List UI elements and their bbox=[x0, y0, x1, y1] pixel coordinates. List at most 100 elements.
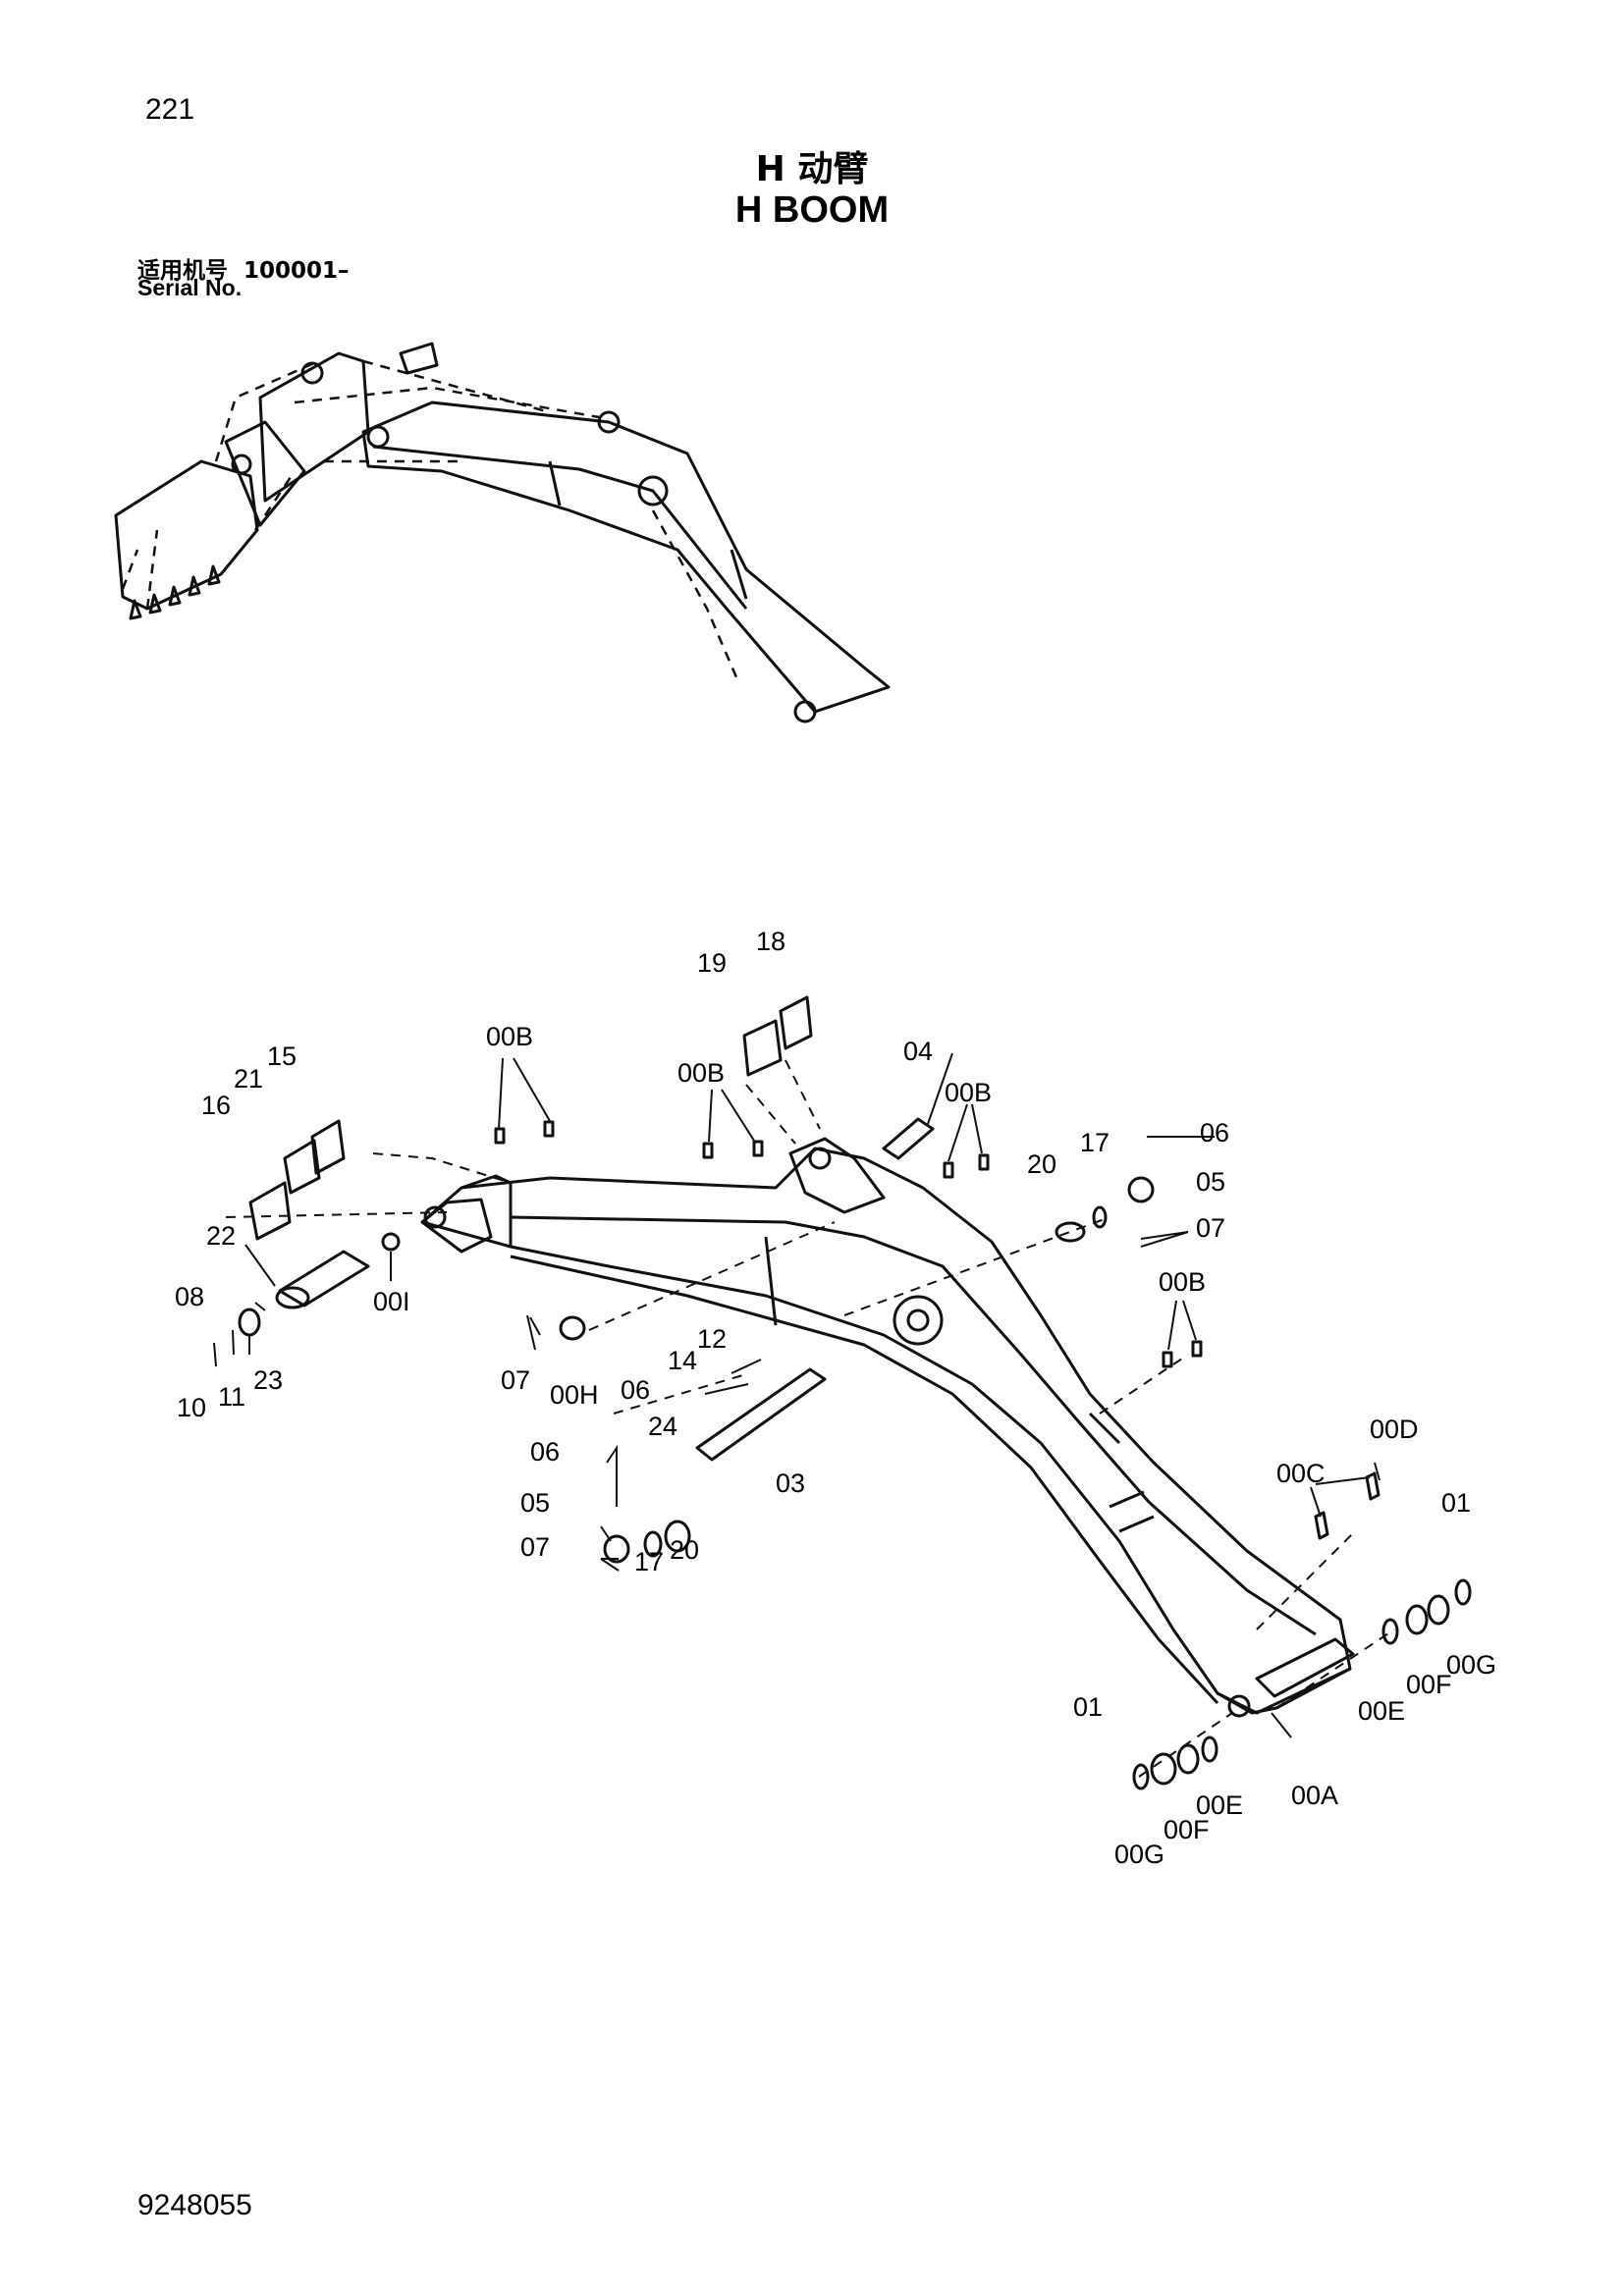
part-label: 17 bbox=[1080, 1128, 1110, 1157]
part-label: 11 bbox=[218, 1382, 245, 1412]
fitting-00H-icon bbox=[559, 1315, 586, 1341]
part-label: 00F bbox=[1406, 1670, 1452, 1699]
serial-number-line: 适用机号 100001– bbox=[137, 251, 350, 285]
overview-pin-icon bbox=[597, 410, 621, 434]
part-label: 20 bbox=[1027, 1149, 1056, 1179]
o-ring-17-icon bbox=[643, 1530, 663, 1558]
assembly-phantom-lines bbox=[225, 1059, 1395, 1778]
overview-pin-icon bbox=[366, 425, 390, 449]
bucket-outline bbox=[114, 459, 259, 611]
document-number: 9248055 bbox=[137, 2189, 252, 2221]
ring-00F-icon bbox=[1405, 1604, 1429, 1635]
part-label: 24 bbox=[648, 1412, 677, 1441]
ring-00E-icon bbox=[1201, 1735, 1218, 1763]
cylinder-bracket bbox=[788, 1137, 886, 1214]
part-label: 00B bbox=[1159, 1267, 1206, 1297]
part-label: 05 bbox=[1196, 1167, 1225, 1197]
bolt-00B-group bbox=[494, 1120, 1203, 1368]
boom-top-flange bbox=[510, 1215, 1317, 1636]
bracket-pin-boss-icon bbox=[808, 1147, 832, 1170]
fitting-00I-icon bbox=[381, 1232, 401, 1252]
part-label: 00G bbox=[1446, 1650, 1496, 1680]
serial-label: Serial No. bbox=[137, 275, 243, 300]
part-label: 00F bbox=[1164, 1815, 1210, 1844]
shim-plate-19 bbox=[742, 1019, 783, 1077]
ring-00E-icon bbox=[1381, 1618, 1399, 1645]
bucket-link bbox=[224, 420, 306, 527]
part-label: 08 bbox=[175, 1282, 204, 1311]
bucket-teeth bbox=[129, 564, 221, 620]
shim-plate-21 bbox=[283, 1139, 321, 1195]
part-label: 10 bbox=[177, 1393, 206, 1422]
o-ring-17-icon bbox=[1092, 1205, 1108, 1229]
boom-bottom-web bbox=[510, 1255, 1219, 1705]
part-label: 07 bbox=[1196, 1213, 1225, 1243]
washer-20-icon bbox=[664, 1520, 691, 1553]
part-label: 22 bbox=[206, 1221, 236, 1251]
overview-boom-outline bbox=[361, 400, 891, 714]
page-title-chinese: H 动臂 bbox=[755, 149, 869, 189]
washer-20-icon bbox=[1055, 1221, 1086, 1243]
serial-range: 100001– bbox=[244, 258, 350, 284]
part-label: 00B bbox=[486, 1022, 533, 1051]
fitting-05-icon bbox=[1127, 1176, 1155, 1203]
part-label: 00B bbox=[945, 1078, 992, 1107]
part-label: 05 bbox=[520, 1488, 550, 1518]
fitting-05-icon bbox=[603, 1534, 630, 1564]
page-number: 221 bbox=[145, 93, 195, 126]
part-number-labels: 18 19 00B 04 15 21 00B 00B 16 17 06 20 0… bbox=[175, 927, 1496, 1869]
foot-pin-22 bbox=[278, 1250, 370, 1308]
part-label: 00G bbox=[1114, 1840, 1164, 1869]
leader-lines bbox=[213, 1052, 1380, 1738]
part-label: 01 bbox=[1073, 1692, 1103, 1722]
part-label: 06 bbox=[621, 1375, 650, 1405]
boom-section-lines bbox=[764, 1236, 1155, 1533]
ring-01-icon bbox=[1132, 1763, 1150, 1790]
part-label: 14 bbox=[668, 1346, 697, 1375]
cylinder-pin-04 bbox=[882, 1117, 935, 1160]
part-label: 06 bbox=[530, 1437, 560, 1467]
link-pin-icon bbox=[231, 454, 252, 475]
part-label: 16 bbox=[201, 1091, 231, 1120]
arm-cylinder bbox=[399, 342, 439, 375]
overview-pin-icon bbox=[637, 475, 669, 507]
tip-pin bbox=[1255, 1637, 1355, 1698]
part-label: 03 bbox=[776, 1468, 805, 1498]
overview-pin-icon bbox=[793, 700, 817, 723]
part-label: 15 bbox=[267, 1041, 297, 1071]
part-label: 00E bbox=[1358, 1696, 1405, 1726]
part-label: 07 bbox=[501, 1365, 530, 1395]
ring-00F-icon bbox=[1176, 1743, 1200, 1775]
part-label: 21 bbox=[234, 1064, 263, 1094]
foot-pin-boss-icon bbox=[423, 1205, 447, 1229]
shim-plate-18 bbox=[779, 995, 813, 1050]
part-label: 06 bbox=[1200, 1118, 1229, 1148]
part-label: 18 bbox=[756, 927, 785, 956]
boom-foot bbox=[420, 1174, 513, 1254]
ring-01-icon bbox=[1454, 1578, 1472, 1606]
shim-plate-15 bbox=[310, 1119, 346, 1175]
part-label: 12 bbox=[697, 1324, 727, 1354]
boom-tip bbox=[1217, 1667, 1351, 1715]
overview-boom-web bbox=[372, 445, 748, 610]
arm-outline bbox=[258, 351, 370, 503]
ring-00G-icon bbox=[1427, 1594, 1450, 1626]
bolt-00C bbox=[1314, 1471, 1380, 1540]
part-label: 00I bbox=[373, 1287, 410, 1316]
part-label: 04 bbox=[903, 1037, 933, 1066]
ring-00G-icon bbox=[1150, 1752, 1177, 1786]
part-label: 23 bbox=[253, 1365, 283, 1395]
foot-pin-head-icon bbox=[275, 1286, 310, 1309]
washer-23-icon bbox=[238, 1308, 261, 1337]
part-label: 20 bbox=[670, 1535, 699, 1565]
part-label: 00D bbox=[1370, 1415, 1419, 1444]
center-boss-icon bbox=[893, 1295, 944, 1346]
part-label: 19 bbox=[697, 948, 727, 978]
shim-plate-16 bbox=[248, 1181, 292, 1241]
overview-phantom-lines bbox=[121, 359, 738, 678]
part-label: 07 bbox=[520, 1532, 550, 1562]
part-label: 00H bbox=[550, 1380, 599, 1410]
part-label: 00A bbox=[1291, 1781, 1338, 1810]
part-label: 00C bbox=[1276, 1459, 1326, 1488]
